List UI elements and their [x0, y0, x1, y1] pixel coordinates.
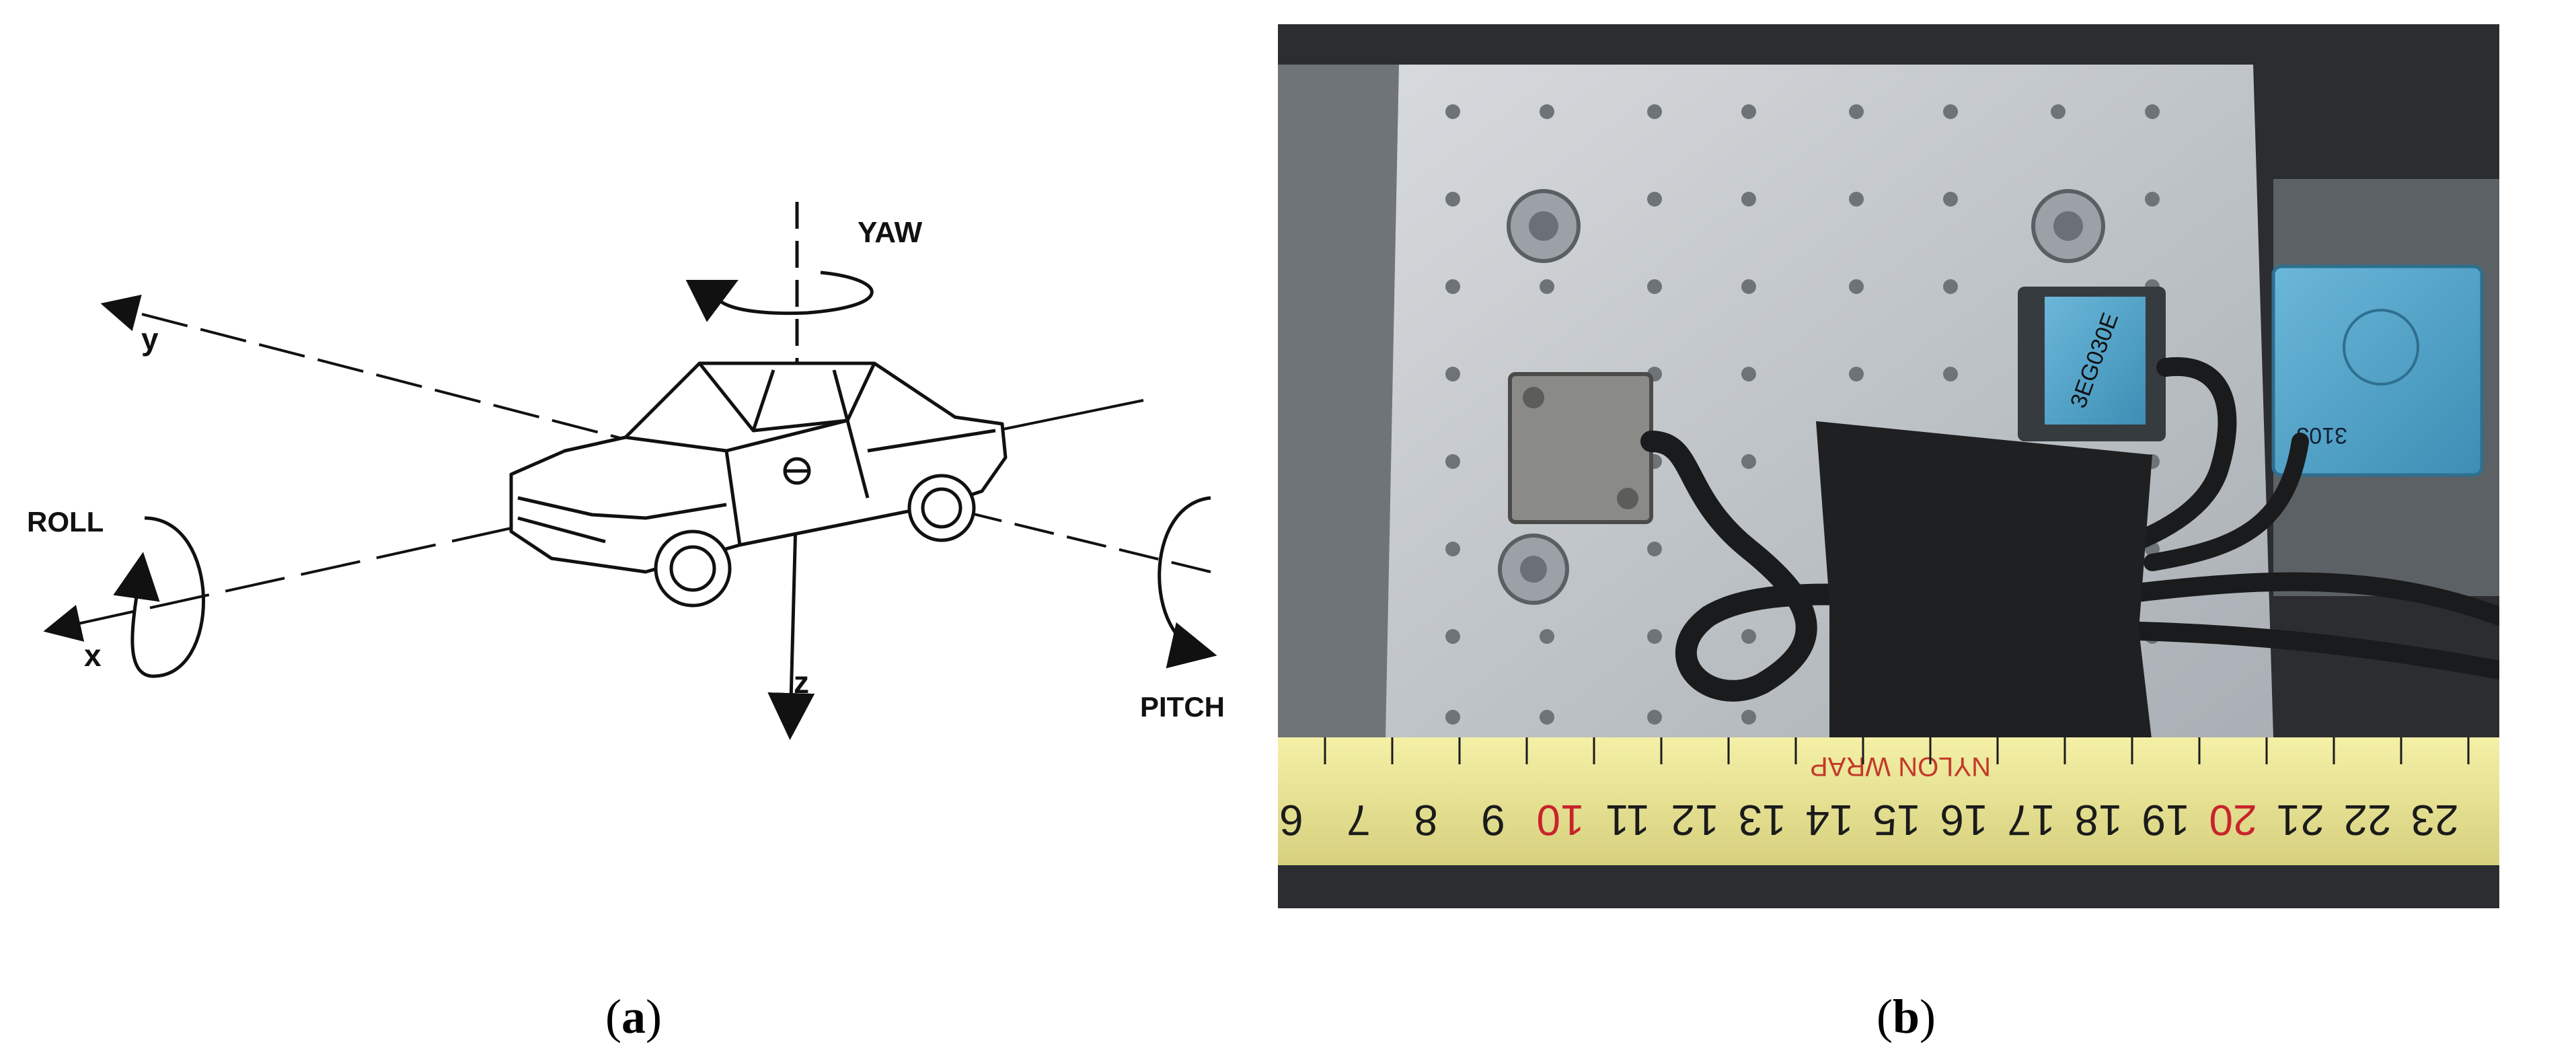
label-x-axis: x: [84, 638, 102, 673]
label-z-axis: z: [794, 665, 809, 700]
label-y-axis: y: [141, 322, 159, 357]
ruler-number: 6: [1279, 796, 1303, 844]
pitch-rotation-arrow: [1158, 496, 1217, 669]
roll-rotation-arrow-tail: [113, 552, 160, 678]
y-axis-line: [100, 294, 774, 479]
label-pitch: PITCH: [1140, 691, 1225, 723]
yaw-rotation-arrow: [685, 270, 874, 322]
bolts: [1498, 189, 2105, 605]
ruler-number: 21: [2276, 796, 2324, 844]
label-roll: ROLL: [27, 506, 104, 538]
subfigure-letter-a: a: [621, 990, 646, 1044]
measuring-tape: [1278, 737, 2499, 865]
ruler-number: 22: [2343, 796, 2391, 844]
tape-wrap: [1816, 421, 2152, 744]
ruler-number: 20: [2209, 796, 2257, 844]
ruler-number: 19: [2142, 796, 2189, 844]
ruler-number: 10: [1536, 796, 1584, 844]
ruler-brand-text: NYLON WRAP: [1810, 752, 1991, 781]
subfigure-label-b: (b): [1877, 990, 1936, 1044]
ruler-number: 18: [2074, 796, 2122, 844]
x-axis-left: [43, 527, 512, 642]
ruler-number: 9: [1481, 796, 1505, 844]
roll-rotation-arrow: [144, 516, 205, 678]
label-yaw: YAW: [858, 216, 923, 249]
ruler-number: 17: [2007, 796, 2055, 844]
vehicle-axes-diagram: YAW ROLL PITCH y x z: [27, 202, 1225, 740]
ruler-number: 16: [1940, 796, 1987, 844]
subfigure-letter-b: b: [1892, 990, 1920, 1044]
ruler-number: 15: [1872, 796, 1920, 844]
ruler-number: 14: [1805, 796, 1853, 844]
subfigure-label-a: (a): [605, 990, 662, 1044]
ruler-number: 11: [1605, 796, 1650, 844]
ruler-number: 7: [1347, 796, 1371, 844]
car-drawing: [509, 361, 1008, 608]
ruler-number: 12: [1671, 796, 1718, 844]
ruler-number: 8: [1414, 796, 1438, 844]
ruler-number: 13: [1738, 796, 1786, 844]
sensor-right: [2271, 264, 2484, 477]
photo-bottom-shadow: [1278, 865, 2499, 908]
ruler-number: 23: [2411, 796, 2458, 844]
